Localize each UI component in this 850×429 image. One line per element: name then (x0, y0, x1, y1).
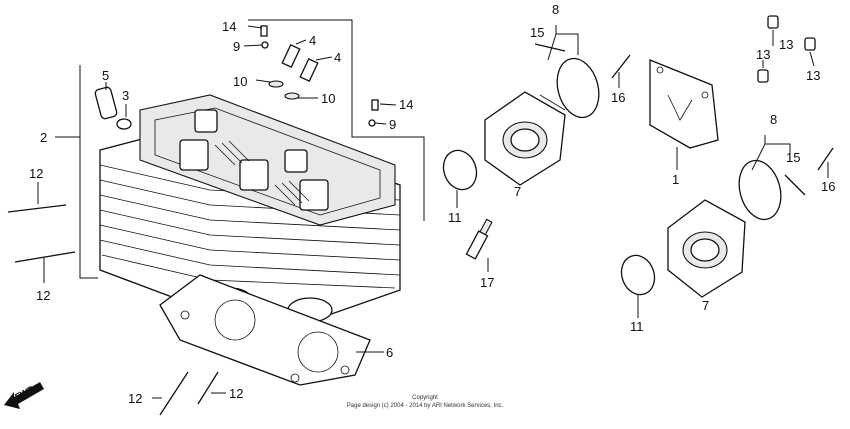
callout-7b: 7 (702, 298, 709, 313)
valve-guide (94, 86, 132, 130)
bracket-2 (55, 19, 425, 279)
cylinder-head (99, 94, 401, 326)
callout-7a: 7 (514, 184, 521, 199)
callout-3: 3 (122, 88, 129, 103)
callout-8a: 8 (552, 2, 559, 17)
callout-11b: 11 (630, 319, 644, 334)
callout-13b: 13 (779, 37, 793, 52)
callout-4b: 4 (334, 50, 341, 65)
callout-15b: 15 (786, 150, 800, 165)
fittings (260, 25, 379, 127)
callout-14a: 14 (222, 19, 236, 34)
studs (7, 204, 219, 416)
callout-4a: 4 (309, 33, 316, 48)
callout-8b: 8 (770, 112, 777, 127)
callout-17: 17 (480, 275, 494, 290)
callout-5: 5 (102, 68, 109, 83)
cover-plate (649, 59, 719, 149)
copyright-line-2: Page design (c) 2004 - 2014 by ARI Netwo… (347, 403, 504, 409)
callout-9b: 9 (389, 117, 396, 132)
callout-labels: 1 2 3 4 4 5 6 7 7 8 8 9 9 10 10 11 11 12… (29, 2, 835, 406)
callout-13c: 13 (806, 68, 820, 83)
callout-12b: 12 (36, 288, 50, 303)
callout-10b: 10 (321, 91, 335, 106)
hose-clamps (556, 57, 782, 221)
callout-10a: 10 (233, 74, 247, 89)
intake-manifold-upper (484, 91, 566, 186)
callout-15a: 15 (530, 25, 544, 40)
head-gasket (159, 274, 371, 386)
callout-14b: 14 (399, 97, 413, 112)
spark-plug (465, 218, 493, 260)
grease-nipples (757, 15, 816, 83)
callout-12d: 12 (229, 386, 243, 401)
callout-12c: 12 (128, 391, 142, 406)
callout-13a: 13 (756, 47, 770, 62)
copyright-line-1: Copyright (412, 395, 438, 401)
callout-2: 2 (40, 130, 47, 145)
callout-9a: 9 (233, 39, 240, 54)
intake-manifold-lower (667, 199, 746, 298)
callout-11a: 11 (448, 210, 462, 225)
bolts (534, 43, 834, 196)
callout-16a: 16 (611, 90, 625, 105)
fwd-arrow (4, 382, 44, 409)
callout-1: 1 (672, 172, 679, 187)
callout-6: 6 (386, 345, 393, 360)
callout-16b: 16 (821, 179, 835, 194)
callout-12a: 12 (29, 166, 43, 181)
o-rings (442, 149, 656, 296)
